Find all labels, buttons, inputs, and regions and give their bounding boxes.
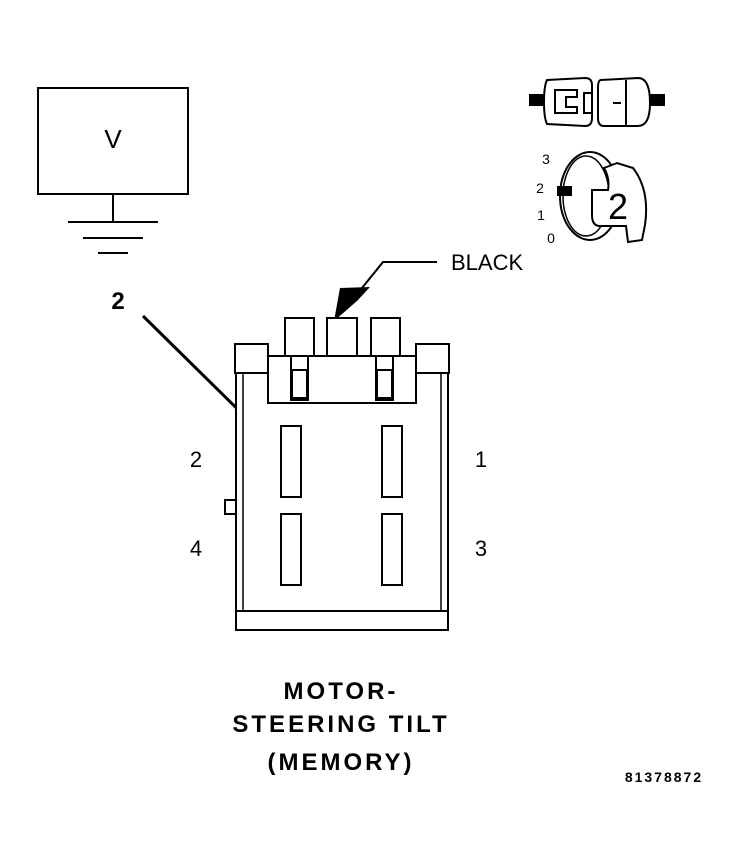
selector-tick-1: 1 (537, 207, 545, 223)
connector (224, 317, 450, 631)
selector-knob-icon: 3 2 1 0 2 (536, 151, 648, 246)
pin-label-2: 2 (190, 447, 202, 472)
voltmeter: V (37, 87, 189, 195)
selector-tick-2: 2 (536, 180, 544, 196)
title-line-3: (MEMORY) (267, 749, 414, 776)
selector-value: 2 (608, 186, 628, 227)
wire-callout-arrow-icon (334, 261, 437, 321)
wire-color-label: BLACK (451, 250, 523, 275)
pin-label-1: 1 (475, 447, 487, 472)
pin-cavity-1 (381, 425, 403, 498)
pin-cavity-4 (280, 513, 302, 586)
connector-mating-icon (529, 76, 665, 128)
title-line-2: STEERING TILT (232, 711, 449, 738)
selector-tick-3: 3 (542, 151, 550, 167)
pin-cavity-3 (381, 513, 403, 586)
figure-id: 81378872 (625, 769, 703, 785)
title-line-1: MOTOR- (284, 678, 399, 705)
voltmeter-label: V (104, 124, 122, 154)
selector-tick-0: 0 (547, 230, 555, 246)
ground-icon (68, 194, 158, 254)
pin-label-3: 3 (475, 536, 487, 561)
probe-label: 2 (111, 288, 124, 315)
pin-label-4: 4 (190, 536, 202, 561)
pin-cavity-2 (280, 425, 302, 498)
